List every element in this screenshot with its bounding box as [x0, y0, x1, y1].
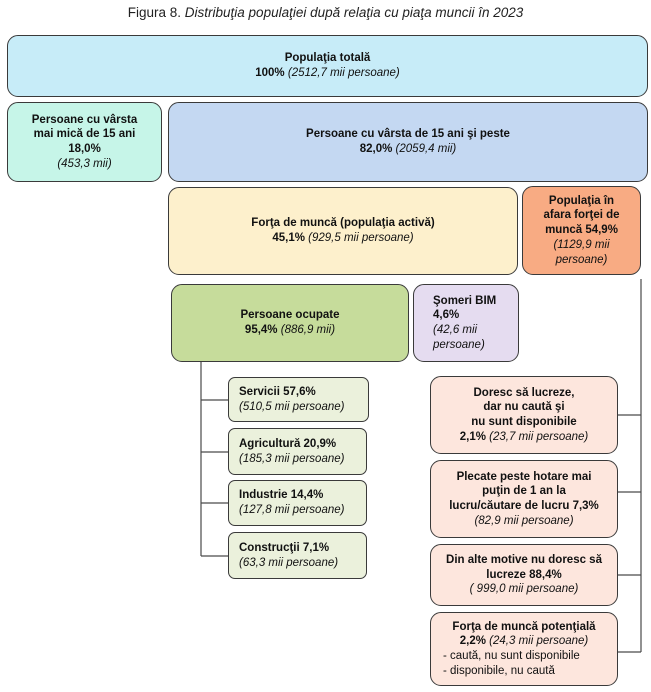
agriculture-title: Agricultură 20,9% — [239, 437, 337, 450]
abroad-title-line-1: Plecate peste hotare mai — [456, 470, 592, 483]
want-work-pct: 2,1% — [459, 430, 486, 443]
unemployed-title-line-2: 4,6% — [433, 309, 460, 322]
figure-title: Figura 8. Distribuţia populaţiei după re… — [0, 5, 651, 20]
under15-value: (453,3 mii) — [57, 157, 112, 170]
node-15-and-over: Persoane cu vârsta de 15 ani şi peste 82… — [168, 102, 648, 182]
unemployed-title-line-1: Şomeri BIM — [433, 294, 497, 307]
construction-title: Construcţii 7,1% — [239, 541, 330, 554]
figure-caption: Distribuţia populaţiei după relaţia cu p… — [184, 5, 524, 20]
other-value: ( 999,0 mii persoane) — [469, 583, 579, 596]
outside-title-line-3: muncă 54,9% — [545, 224, 618, 237]
node-services: Servicii 57,6% (510,5 mii persoane) — [228, 377, 369, 422]
node-potential-labour-force: Forţa de muncă potenţială 2,2% (24,3 mii… — [430, 612, 618, 686]
outside-value-line-1: (1129,9 mii — [553, 238, 610, 251]
node-want-to-work: Doresc să lucreze, dar nu caută şi nu su… — [430, 376, 618, 454]
abroad-title-line-2: puţin de 1 an la — [482, 485, 566, 498]
figure-label: Figura 8. — [127, 5, 182, 20]
unemployed-value-line-1: (42,6 mii — [433, 324, 478, 336]
want-work-title-line-3: nu sunt disponibile — [471, 416, 577, 428]
industry-title: Industrie 14,4% — [239, 489, 324, 502]
node-agriculture: Agricultură 20,9% (185,3 mii persoane) — [228, 428, 367, 475]
total-pct: 100% — [255, 67, 285, 79]
outside-title-line-2: afara forţei de — [543, 209, 620, 222]
labour-force-title: Forţa de muncă (populaţia activă) — [251, 217, 435, 230]
industry-value: (127,8 mii persoane) — [239, 504, 345, 516]
node-total-population: Populaţia totală 100% (2512,7 mii persoa… — [7, 35, 648, 97]
outside-value-line-2: persoane) — [555, 253, 608, 266]
services-title: Servicii 57,6% — [239, 385, 316, 398]
outside-title-line-1: Populaţia în — [548, 194, 615, 207]
node-unemployed: Şomeri BIM 4,6% (42,6 mii persoane) — [413, 284, 519, 362]
labour-force-value: (929,5 mii persoane) — [308, 232, 414, 244]
want-work-title-line-1: Doresc să lucreze, — [473, 386, 575, 399]
node-under-15: Persoane cu vârsta mai mică de 15 ani 18… — [7, 102, 162, 182]
node-gone-abroad: Plecate peste hotare mai puţin de 1 an l… — [430, 460, 618, 538]
total-value: (2512,7 mii persoane) — [287, 67, 400, 79]
node-employed: Persoane ocupate 95,4% (886,9 mii) — [171, 284, 409, 362]
under15-title-line-1: Persoane cu vârsta — [31, 113, 138, 126]
labour-force-pct: 45,1% — [272, 232, 305, 244]
want-work-value: (23,7 mii persoane) — [489, 430, 589, 443]
node-other-reasons: Din alte motive nu doresc să lucreze 88,… — [430, 544, 618, 606]
other-title-line-2: lucreze 88,4% — [486, 568, 562, 581]
potential-title: Forţa de muncă potenţială — [452, 620, 596, 633]
other-title-line-1: Din alte motive nu doresc să — [446, 553, 602, 566]
node-industry: Industrie 14,4% (127,8 mii persoane) — [228, 480, 367, 526]
employed-value: (886,9 mii) — [280, 324, 336, 336]
abroad-value: (82,9 mii persoane) — [474, 514, 574, 527]
potential-pct: 2,2% — [459, 635, 486, 648]
node-labour-force: Forţa de muncă (populaţia activă) 45,1% … — [168, 187, 518, 275]
want-work-title-line-2: dar nu caută şi — [483, 401, 565, 414]
over15-pct: 82,0% — [359, 143, 393, 155]
potential-value: (24,3 mii persoane) — [489, 635, 589, 648]
total-title: Populaţia totală — [284, 52, 371, 65]
construction-value: (63,3 mii persoane) — [239, 556, 339, 569]
unemployed-value-line-2: persoane) — [433, 338, 485, 351]
potential-item-2: - disponibile, nu caută — [443, 664, 555, 677]
agriculture-value: (185,3 mii persoane) — [239, 452, 345, 465]
over15-value: (2059,4 mii) — [395, 143, 457, 155]
node-outside-labour-force: Populaţia în afara forţei de muncă 54,9%… — [522, 186, 641, 275]
employed-title: Persoane ocupate — [240, 309, 340, 322]
over15-title: Persoane cu vârsta de 15 ani şi peste — [306, 128, 510, 141]
under15-title-line-2: mai mică de 15 ani — [33, 128, 136, 141]
under15-pct: 18,0% — [68, 143, 101, 155]
potential-item-1: - caută, nu sunt disponibile — [443, 650, 580, 662]
services-value: (510,5 mii persoane) — [239, 400, 345, 413]
abroad-title-line-3: lucru/căutare de lucru 7,3% — [449, 500, 599, 512]
node-construction: Construcţii 7,1% (63,3 mii persoane) — [228, 532, 367, 579]
employed-pct: 95,4% — [244, 324, 278, 336]
